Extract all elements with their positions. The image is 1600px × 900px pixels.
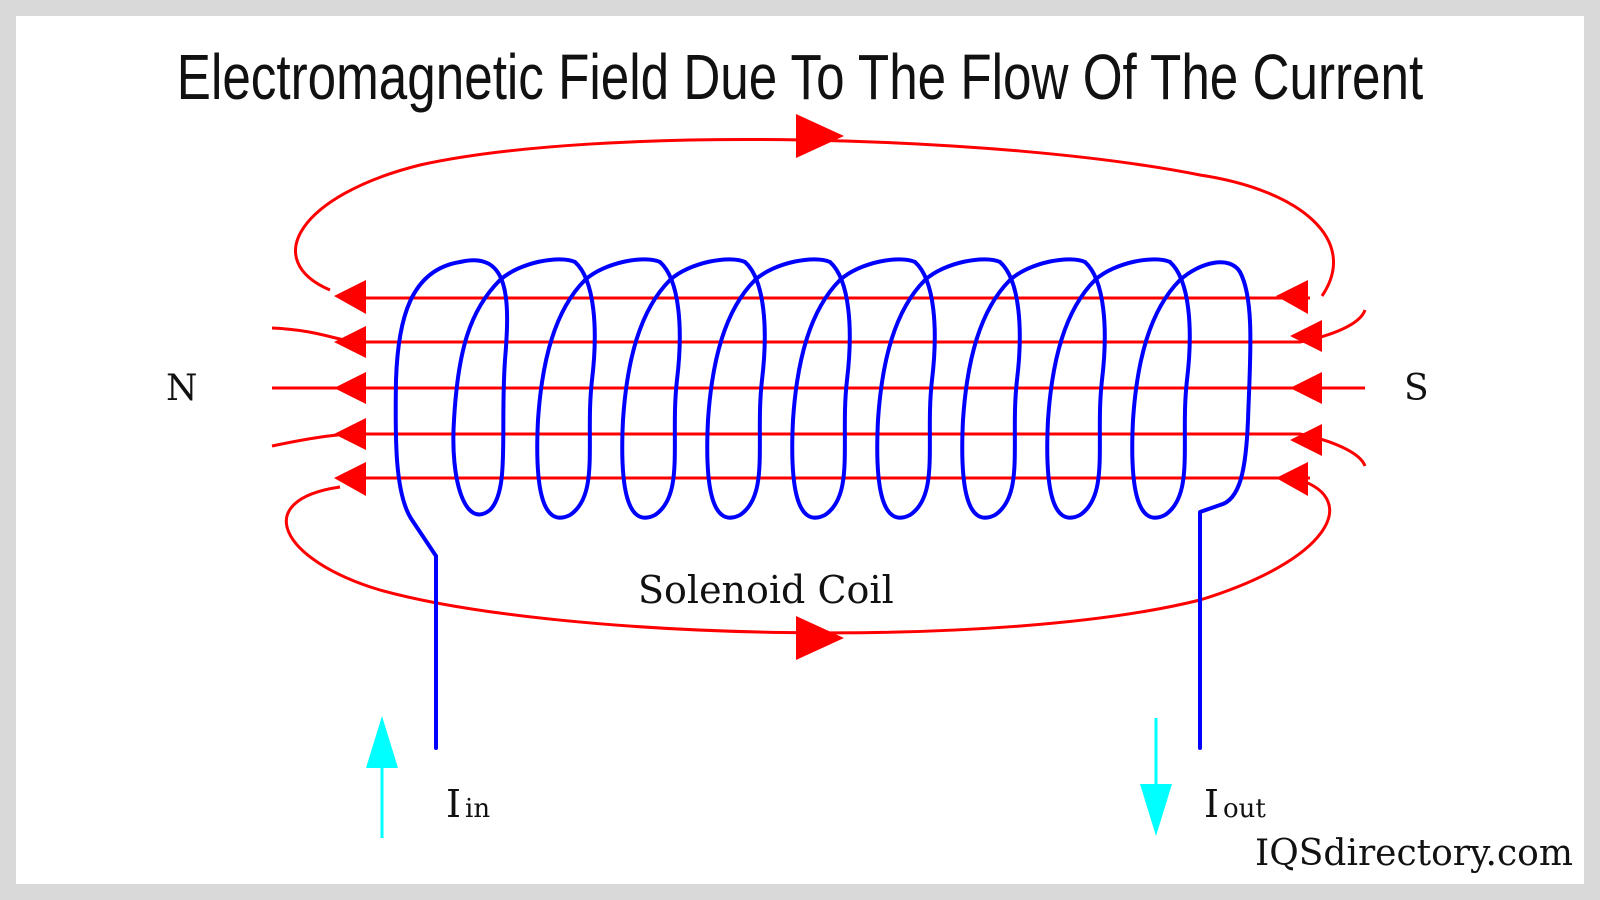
- arrow-left-3: [334, 372, 366, 404]
- coil-turn-4: [705, 257, 832, 520]
- arrow-right-3: [1290, 372, 1322, 404]
- arrow-top-right: [796, 114, 844, 158]
- coil-lead-in: [393, 260, 462, 750]
- outer-field-loop-bottom: [284, 478, 1331, 635]
- coil-turn-3: [620, 257, 747, 520]
- watermark-text: IQSdirectory.com: [1255, 833, 1573, 874]
- arrow-left-2: [334, 326, 366, 358]
- field-line-4: [271, 432, 1367, 467]
- current-in-subscript: in: [465, 794, 491, 824]
- current-out-arrow-icon: [1140, 784, 1172, 836]
- arrow-right-2: [1290, 320, 1322, 352]
- arrow-right-1: [1276, 280, 1308, 314]
- current-out-symbol: I: [1204, 782, 1220, 826]
- arrow-bottom-right: [796, 616, 844, 660]
- arrow-left-1: [334, 280, 366, 314]
- coil-turn-6: [875, 257, 1002, 520]
- coil-turn-2: [535, 257, 662, 520]
- current-arrows: [366, 716, 1172, 838]
- diagram-canvas: [16, 16, 1584, 884]
- solenoid-coil-label: Solenoid Coil: [638, 568, 894, 612]
- south-pole-label: S: [1404, 368, 1429, 409]
- arrow-left-5: [334, 462, 366, 496]
- current-in-symbol: I: [446, 782, 462, 826]
- arrow-left-4: [334, 418, 366, 450]
- field-arrows: [334, 114, 1322, 660]
- coil-lead-out: [1198, 270, 1253, 750]
- coil-turn-7: [960, 257, 1087, 520]
- outer-field-loop: [294, 138, 1335, 297]
- field-line-2: [271, 309, 1367, 344]
- current-out-subscript: out: [1223, 794, 1266, 824]
- field-lines-inner: [271, 296, 1367, 480]
- coil-turn-9: [1130, 260, 1242, 520]
- current-in-arrow-icon: [366, 716, 398, 768]
- coil-turn-1: [451, 257, 577, 517]
- coil-turn-5: [790, 257, 917, 520]
- coil-turn-8: [1045, 257, 1172, 520]
- diagram-title: Electromagnetic Field Due To The Flow Of…: [176, 41, 1424, 113]
- arrow-right-4: [1290, 424, 1322, 456]
- arrow-right-5: [1276, 462, 1308, 496]
- north-pole-label: N: [166, 368, 198, 409]
- solenoid-coil: [393, 257, 1253, 750]
